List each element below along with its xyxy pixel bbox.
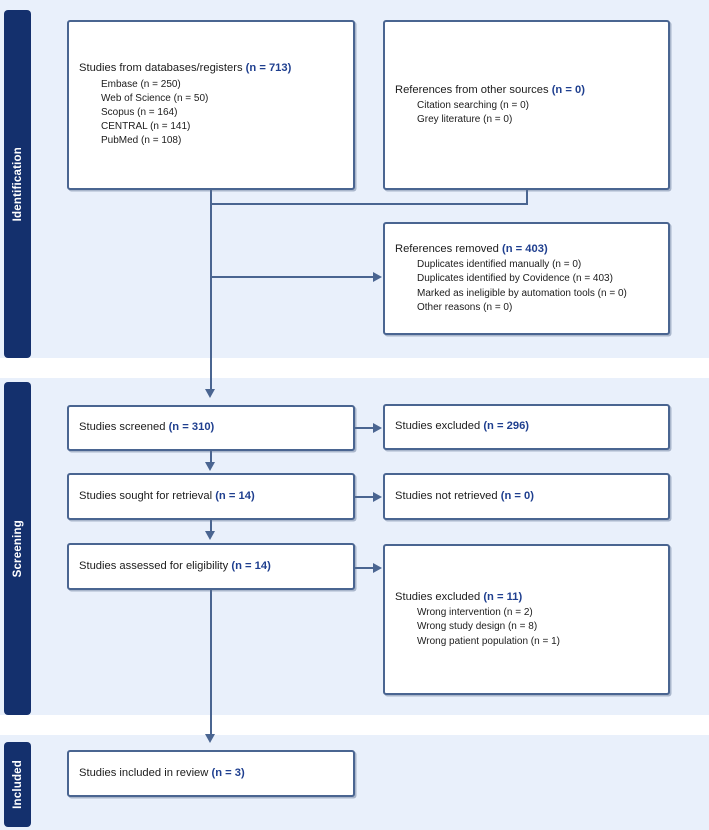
list-item: Other reasons (n = 0) <box>417 301 513 313</box>
arrow-sought-to-notretrieved <box>373 492 382 502</box>
box-count: (n = 403) <box>501 243 548 256</box>
box-studies-not-retrieved: Studies not retrieved (n = 0) <box>383 473 670 520</box>
connector-screened-to-excluded <box>355 427 373 429</box>
list-item: Wrong intervention (n = 2) <box>417 607 533 619</box>
box-references-removed: References removed (n = 403) Duplicates … <box>383 222 670 335</box>
box-title: Studies assessed for eligibility (n = 14… <box>79 559 271 572</box>
box-title: Studies not retrieved (n = 0) <box>395 489 534 502</box>
list-item: Duplicates identified by Covidence (n = … <box>417 273 613 285</box>
box-detail-list: Embase (n = 250) Web of Science (n = 50)… <box>79 78 343 149</box>
box-count: (n = 3) <box>211 766 245 779</box>
list-item: Wrong patient population (n = 1) <box>417 635 560 647</box>
box-count: (n = 14) <box>231 559 271 572</box>
box-detail-list: Duplicates identified manually (n = 0) D… <box>395 258 658 315</box>
list-item: PubMed (n = 108) <box>101 135 182 147</box>
connector-assessed-to-excluded <box>355 567 373 569</box>
box-count: (n = 11) <box>483 591 523 604</box>
arrow-sought-to-assessed <box>205 531 215 540</box>
connector-sought-to-notretrieved <box>355 496 373 498</box>
arrow-assessed-to-excluded <box>373 563 382 573</box>
arrow-screened-to-sought <box>205 462 215 471</box>
box-studies-excluded-screening: Studies excluded (n = 296) <box>383 404 670 450</box>
phase-tab-included: Included <box>4 742 31 827</box>
phase-label-screening: Screening <box>11 519 24 578</box>
box-studies-screened: Studies screened (n = 310) <box>67 405 355 451</box>
box-title: Studies included in review (n = 3) <box>79 766 245 779</box>
phase-tab-screening: Screening <box>4 382 31 715</box>
connector-databases-stub <box>210 190 212 204</box>
connector-othersources-stub <box>526 190 528 204</box>
box-title: Studies excluded (n = 11) <box>395 591 523 604</box>
box-studies-excluded-eligibility: Studies excluded (n = 11) Wrong interven… <box>383 544 670 695</box>
box-studies-included-in-review: Studies included in review (n = 3) <box>67 750 355 797</box>
phase-label-included: Included <box>11 760 24 809</box>
box-studies-assessed-for-eligibility: Studies assessed for eligibility (n = 14… <box>67 543 355 590</box>
box-count: (n = 0) <box>500 489 534 502</box>
box-title: Studies sought for retrieval (n = 14) <box>79 489 255 502</box>
box-count: (n = 0) <box>551 83 585 96</box>
connector-main-trunk-to-screened <box>210 203 212 389</box>
box-count: (n = 713) <box>245 62 292 75</box>
box-title: References removed (n = 403) <box>395 243 548 256</box>
box-count: (n = 296) <box>483 420 530 433</box>
box-title: Studies screened (n = 310) <box>79 421 215 434</box>
list-item: Citation searching (n = 0) <box>417 99 530 111</box>
list-item: Duplicates identified manually (n = 0) <box>417 259 582 271</box>
phase-tab-identification: Identification <box>4 10 31 358</box>
list-item: Scopus (n = 164) <box>101 106 178 118</box>
box-count: (n = 14) <box>215 489 255 502</box>
box-count: (n = 310) <box>168 421 215 434</box>
box-references-other-sources: References from other sources (n = 0) Ci… <box>383 20 670 190</box>
connector-to-references-removed <box>210 276 373 278</box>
box-studies-sought-for-retrieval: Studies sought for retrieval (n = 14) <box>67 473 355 520</box>
phase-label-identification: Identification <box>11 146 24 222</box>
arrow-screened-to-excluded <box>373 423 382 433</box>
arrow-trunk-to-screened <box>205 389 215 398</box>
box-title: References from other sources (n = 0) <box>395 83 585 96</box>
box-title: Studies from databases/registers (n = 71… <box>79 62 292 75</box>
list-item: Web of Science (n = 50) <box>101 92 209 104</box>
connector-sought-to-assessed <box>210 520 212 532</box>
list-item: Wrong study design (n = 8) <box>417 621 538 633</box>
list-item: Marked as ineligible by automation tools… <box>417 287 627 299</box>
connector-identification-merge <box>210 203 528 205</box>
arrow-to-references-removed <box>373 272 382 282</box>
list-item: Grey literature (n = 0) <box>417 114 513 126</box>
arrow-assessed-to-included <box>205 734 215 743</box>
box-studies-from-databases: Studies from databases/registers (n = 71… <box>67 20 355 190</box>
box-detail-list: Wrong intervention (n = 2) Wrong study d… <box>395 606 658 649</box>
list-item: Embase (n = 250) <box>101 78 181 90</box>
list-item: CENTRAL (n = 141) <box>101 121 191 133</box>
box-detail-list: Citation searching (n = 0) Grey literatu… <box>395 99 658 127</box>
box-title: Studies excluded (n = 296) <box>395 420 530 433</box>
connector-assessed-to-included <box>210 590 212 734</box>
connector-screened-to-sought <box>210 451 212 463</box>
